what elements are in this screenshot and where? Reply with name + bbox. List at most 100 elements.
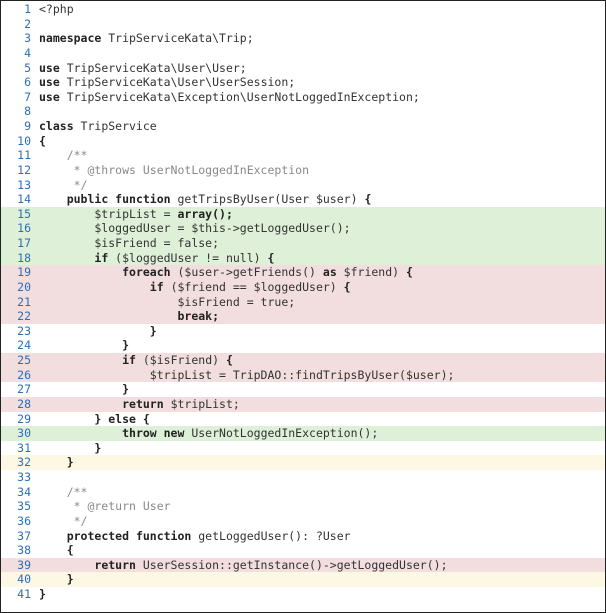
keyword-token: { [267, 250, 275, 265]
line-number[interactable]: 27 [17, 382, 31, 397]
line-number[interactable]: 4 [24, 45, 31, 60]
line-number[interactable]: 36 [17, 513, 31, 528]
line-number[interactable]: 39 [17, 557, 31, 572]
line-number[interactable]: 22 [17, 309, 31, 324]
line-number[interactable]: 26 [17, 367, 31, 382]
keyword-token: } [149, 323, 157, 338]
line-source: $tripList = array(); [39, 207, 605, 222]
line-number[interactable]: 38 [17, 543, 31, 558]
code-token: $isFriend = false; [39, 236, 220, 250]
code-line: 17 $isFriend = false; [1, 236, 605, 251]
keyword-token: return [94, 557, 136, 572]
line-number[interactable]: 21 [17, 294, 31, 309]
code-line: 2 [1, 17, 605, 32]
line-number[interactable]: 40 [17, 572, 31, 587]
code-line: 39 return UserSession::getInstance()->ge… [1, 557, 605, 573]
line-source: use TripServiceKata\User\UserSession; [39, 75, 605, 90]
line-source: if ($friend == $loggedUser) { [39, 280, 605, 295]
line-number[interactable]: 15 [17, 206, 31, 221]
keyword-token: } [122, 382, 130, 397]
line-number[interactable]: 34 [17, 484, 31, 499]
keyword-token: protected function [66, 528, 192, 543]
code-token: $friend) [336, 265, 406, 280]
keyword-token: use [39, 75, 60, 90]
code-token: ($user->getFriends() [170, 265, 323, 280]
line-number[interactable]: 11 [17, 148, 31, 163]
comment-token: * @return User [39, 499, 171, 514]
line-number[interactable]: 29 [17, 411, 31, 426]
comment-token: /** [39, 484, 88, 499]
code-line: 6 use TripServiceKata\User\UserSession; [1, 75, 605, 90]
code-line: 16 $loggedUser = $this->getLoggedUser(); [1, 221, 605, 236]
line-number[interactable]: 5 [24, 60, 31, 75]
code-token: UserNotLoggedInException(); [184, 426, 379, 441]
keyword-token: if [122, 353, 136, 367]
line-number[interactable]: 37 [17, 528, 31, 543]
keyword-token: } [94, 440, 102, 455]
line-number[interactable]: 25 [17, 353, 31, 367]
code-token [39, 353, 122, 367]
line-source: /** [39, 148, 605, 163]
line-number[interactable]: 41 [17, 587, 31, 601]
code-token: getLoggedUser(): ?User [191, 528, 351, 543]
line-source: * @return User [39, 499, 605, 514]
line-number[interactable]: 24 [17, 338, 31, 353]
line-number[interactable]: 35 [17, 499, 31, 514]
line-source: } else { [39, 412, 605, 427]
line-number[interactable]: 23 [17, 323, 31, 338]
code-line: 25 if ($isFriend) { [1, 353, 605, 368]
keyword-token: } [66, 572, 74, 587]
line-number[interactable]: 31 [17, 440, 31, 455]
line-source: use TripServiceKata\User\User; [39, 61, 605, 76]
line-number[interactable]: 28 [17, 396, 31, 411]
line-source: $isFriend = true; [39, 295, 605, 310]
keyword-token: } else { [94, 411, 150, 426]
code-token [39, 338, 122, 352]
code-token [39, 455, 67, 469]
line-number[interactable]: 19 [17, 265, 31, 280]
line-number[interactable]: 6 [24, 75, 31, 90]
code-line: 11 /** [1, 148, 605, 163]
line-number[interactable]: 13 [17, 177, 31, 192]
code-token: $tripList; [163, 396, 240, 411]
code-token [39, 441, 94, 455]
keyword-token: class [39, 119, 74, 133]
line-number[interactable]: 32 [17, 455, 31, 470]
code-token: ($loggedUser != null) [108, 250, 268, 265]
line-number[interactable]: 20 [17, 279, 31, 294]
line-number[interactable]: 9 [24, 119, 31, 133]
line-number[interactable]: 1 [24, 2, 31, 16]
line-source: /** [39, 485, 605, 500]
code-token: $isFriend = true; [39, 294, 296, 309]
line-number[interactable]: 14 [17, 192, 31, 207]
code-token: $tripList = TripDAO::findTripsByUser($us… [39, 367, 455, 382]
line-number[interactable]: 33 [17, 470, 31, 484]
comment-token: */ [39, 513, 88, 528]
code-line: 31 } [1, 441, 605, 456]
code-line: 14 public function getTripsByUser(User $… [1, 192, 605, 207]
code-token [39, 529, 67, 543]
line-number[interactable]: 12 [17, 162, 31, 177]
code-token: getTripsByUser(User $user) [170, 192, 365, 207]
line-number[interactable]: 2 [24, 16, 31, 31]
line-number[interactable]: 18 [17, 250, 31, 265]
line-number[interactable]: 16 [17, 221, 31, 236]
code-token: ($isFriend) [135, 353, 226, 367]
comment-token: */ [39, 177, 88, 192]
line-source: if ($loggedUser != null) { [39, 251, 605, 266]
line-number[interactable]: 7 [24, 89, 31, 104]
keyword-token: array(); [177, 206, 233, 221]
line-source: return $tripList; [39, 397, 605, 412]
line-number[interactable]: 3 [24, 31, 31, 46]
line-number[interactable]: 17 [17, 236, 31, 250]
code-line: 8 [1, 104, 605, 119]
code-line: 35 * @return User [1, 499, 605, 514]
code-token: ($friend == $loggedUser) [163, 279, 344, 294]
line-number[interactable]: 10 [17, 133, 31, 148]
keyword-token: { [39, 133, 46, 148]
keyword-token: } [66, 455, 74, 470]
line-number[interactable]: 30 [17, 426, 31, 441]
line-source: } [39, 572, 605, 587]
line-number[interactable]: 8 [24, 104, 31, 119]
